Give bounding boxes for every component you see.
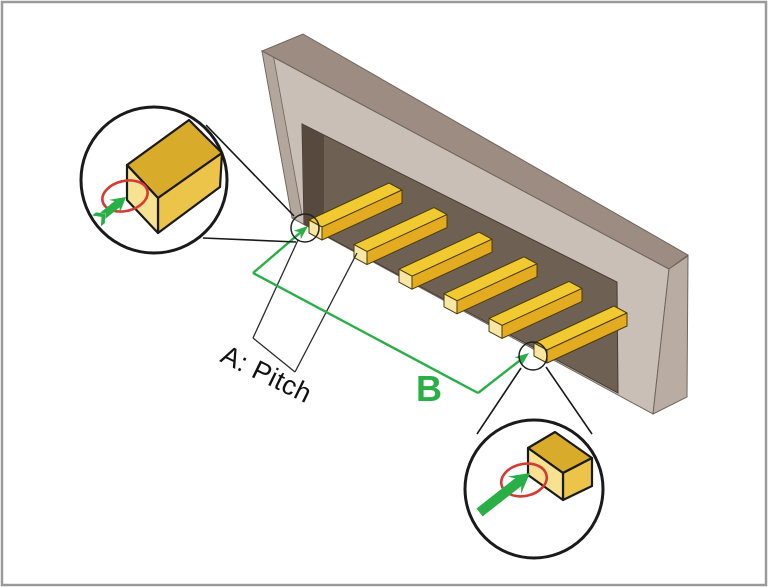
pin-row xyxy=(308,182,628,364)
callout-ring-pin1 xyxy=(290,213,320,243)
magnifier-left-tangent-top xyxy=(205,124,295,217)
magnifier-right xyxy=(463,366,605,560)
pitch-bracket-line xyxy=(252,337,296,373)
callout-ring-pin6 xyxy=(518,341,548,371)
housing-cavity-left-wall xyxy=(302,124,324,232)
highlight-ellipse-right xyxy=(499,462,549,498)
span-label: B xyxy=(416,368,442,409)
green-arrow-right-icon xyxy=(476,473,530,517)
highlight-ellipse-left xyxy=(101,179,149,213)
magnifier-right-tangent-right xyxy=(545,366,593,435)
pin-3 xyxy=(398,231,493,290)
pitch-label: A: Pitch xyxy=(216,339,316,409)
green-arrow-left-icon xyxy=(92,197,126,227)
span-line-diagonal xyxy=(252,271,479,395)
magnifier-left xyxy=(79,105,297,255)
pin-4 xyxy=(443,256,538,315)
pitch-leader-line-1 xyxy=(252,239,299,339)
pin-1 xyxy=(308,182,403,241)
span-line-left xyxy=(252,231,302,274)
housing-right-face xyxy=(652,255,689,415)
span-arrowhead-left xyxy=(293,226,308,240)
magnifier-left-tangent-bottom xyxy=(202,237,297,243)
pin-5 xyxy=(488,280,583,339)
span-line-right xyxy=(477,357,524,394)
span-arrowhead-right xyxy=(514,353,529,366)
magnifier-right-tangent-left xyxy=(476,367,522,435)
pitch-dimension: A: Pitch xyxy=(216,239,358,409)
pin-2 xyxy=(353,207,448,266)
span-dimension: B xyxy=(252,226,529,409)
